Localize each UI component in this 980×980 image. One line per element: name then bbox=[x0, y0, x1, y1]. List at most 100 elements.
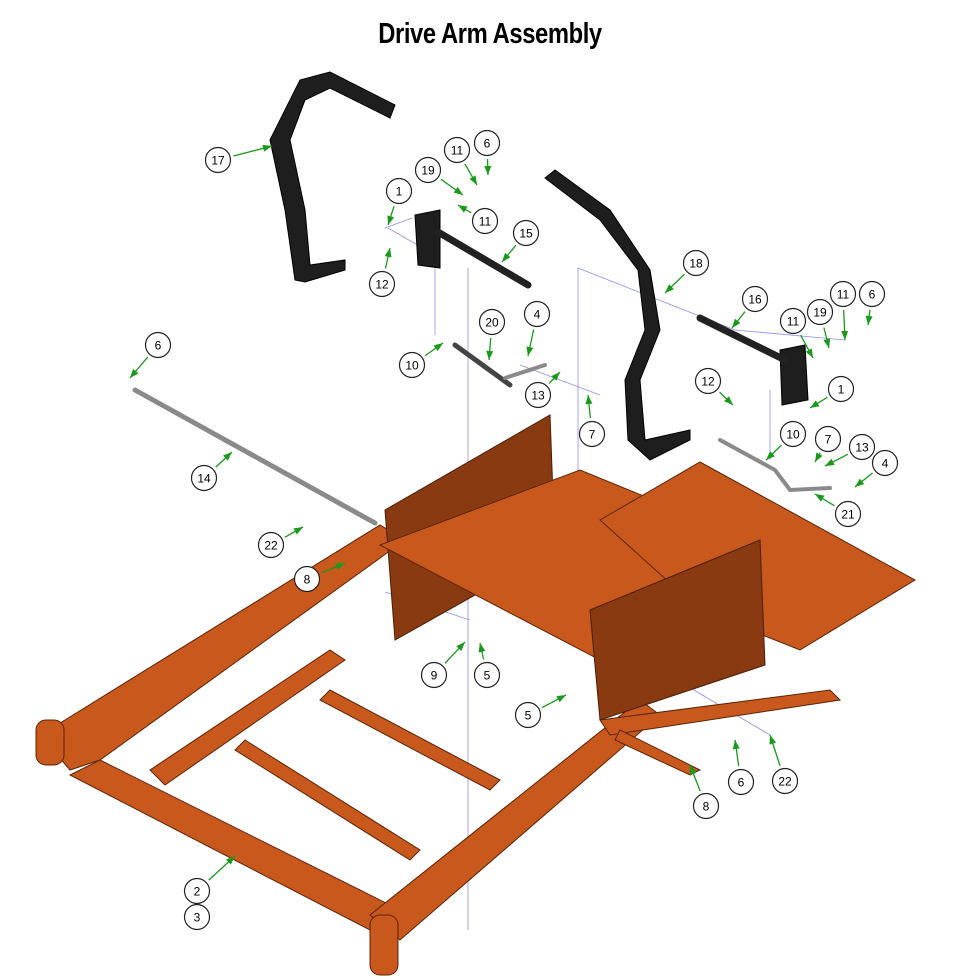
callout-4: 4 bbox=[871, 449, 899, 477]
callout-12: 12 bbox=[694, 367, 722, 395]
callout-circle bbox=[524, 381, 552, 409]
callout-label: 4 bbox=[882, 457, 889, 471]
callout-label: 2 bbox=[194, 885, 201, 899]
callout-label: 5 bbox=[525, 709, 532, 723]
arrowhead-icon bbox=[805, 348, 813, 358]
callout-circle bbox=[523, 300, 551, 328]
callout-17: 17 bbox=[204, 146, 232, 174]
callout-circle bbox=[779, 307, 807, 335]
callout-circle bbox=[514, 701, 542, 729]
callout-circle bbox=[414, 156, 442, 184]
callout-10: 10 bbox=[398, 351, 426, 379]
callout-circle bbox=[814, 425, 842, 453]
callout-circle bbox=[257, 531, 285, 559]
arrowhead-icon bbox=[293, 527, 303, 535]
callout-label: 1 bbox=[396, 185, 403, 199]
callout-circle bbox=[682, 249, 710, 277]
callout-6: 6 bbox=[727, 768, 755, 796]
arrowhead-icon bbox=[665, 284, 674, 293]
callout-3: 3 bbox=[183, 903, 211, 931]
arrowhead-icon bbox=[456, 642, 465, 651]
callout-label: 9 bbox=[431, 669, 438, 683]
callout-circle bbox=[858, 280, 886, 308]
arrowhead-icon bbox=[724, 396, 733, 405]
callout-13: 13 bbox=[524, 381, 552, 409]
callout-6: 6 bbox=[473, 129, 501, 157]
mower-frame bbox=[35, 414, 916, 976]
rods bbox=[132, 228, 832, 526]
arrowhead-icon bbox=[585, 395, 593, 405]
callout-circle bbox=[848, 433, 876, 461]
callout-circle bbox=[512, 219, 540, 247]
arrowhead-icon bbox=[469, 175, 477, 185]
arrowhead-icon bbox=[387, 215, 395, 225]
callout-circle bbox=[692, 792, 720, 820]
callout-11: 11 bbox=[471, 207, 499, 235]
callout-circle bbox=[473, 661, 501, 689]
callout-label: 12 bbox=[701, 375, 715, 389]
callout-18: 18 bbox=[682, 249, 710, 277]
callout-8: 8 bbox=[692, 792, 720, 820]
callout-label: 1 bbox=[838, 383, 845, 397]
arrowhead-icon bbox=[453, 186, 463, 195]
callout-circle bbox=[806, 298, 834, 326]
callout-label: 6 bbox=[869, 288, 876, 302]
callout-19: 19 bbox=[806, 298, 834, 326]
arrowhead-icon bbox=[815, 494, 825, 502]
callout-14: 14 bbox=[190, 464, 218, 492]
callout-5: 5 bbox=[473, 661, 501, 689]
callout-21: 21 bbox=[834, 500, 862, 528]
callout-label: 12 bbox=[375, 278, 389, 292]
callout-label: 6 bbox=[484, 137, 491, 151]
leader-layer bbox=[129, 144, 873, 881]
callout-5: 5 bbox=[514, 701, 542, 729]
callout-label: 8 bbox=[304, 573, 311, 587]
arrowhead-icon bbox=[130, 368, 139, 378]
callout-circle bbox=[293, 565, 321, 593]
callout-6: 6 bbox=[144, 331, 172, 359]
callout-13: 13 bbox=[848, 433, 876, 461]
callout-label: 21 bbox=[841, 508, 855, 522]
callout-15: 15 bbox=[512, 219, 540, 247]
callout-7: 7 bbox=[814, 425, 842, 453]
callout-8: 8 bbox=[293, 565, 321, 593]
callout-label: 22 bbox=[778, 775, 792, 789]
callout-12: 12 bbox=[368, 270, 396, 298]
arrowhead-icon bbox=[484, 165, 492, 175]
arrowhead-icon bbox=[335, 563, 345, 570]
callout-2: 2 bbox=[183, 877, 211, 905]
arrowhead-icon bbox=[478, 643, 486, 653]
callout-circle bbox=[578, 420, 606, 448]
callout-6: 6 bbox=[858, 280, 886, 308]
callout-circle bbox=[771, 767, 799, 795]
arrowhead-icon bbox=[502, 252, 511, 262]
callout-label: 19 bbox=[421, 164, 435, 178]
callout-label: 3 bbox=[194, 911, 201, 925]
callout-11: 11 bbox=[779, 307, 807, 335]
arrowhead-icon bbox=[865, 315, 873, 325]
callout-22: 22 bbox=[257, 531, 285, 559]
arrowhead-icon bbox=[433, 343, 443, 352]
callout-22: 22 bbox=[771, 767, 799, 795]
callout-label: 11 bbox=[451, 144, 464, 158]
callout-11: 11 bbox=[443, 136, 471, 164]
arrowhead-icon bbox=[223, 452, 232, 461]
callout-label: 4 bbox=[534, 308, 541, 322]
arrowhead-icon bbox=[556, 695, 566, 703]
arrowhead-icon bbox=[690, 765, 697, 775]
callout-label: 6 bbox=[738, 776, 745, 790]
arrowhead-icon bbox=[262, 144, 272, 152]
callout-label: 14 bbox=[197, 472, 211, 486]
page-title: Drive Arm Assembly bbox=[378, 18, 602, 50]
callout-label: 11 bbox=[787, 315, 800, 329]
callout-label: 22 bbox=[264, 539, 278, 553]
callout-label: 11 bbox=[479, 215, 492, 229]
callout-label: 17 bbox=[211, 154, 225, 168]
arrowhead-icon bbox=[551, 372, 560, 381]
arrowhead-icon bbox=[823, 338, 831, 348]
callout-circle bbox=[443, 136, 471, 164]
